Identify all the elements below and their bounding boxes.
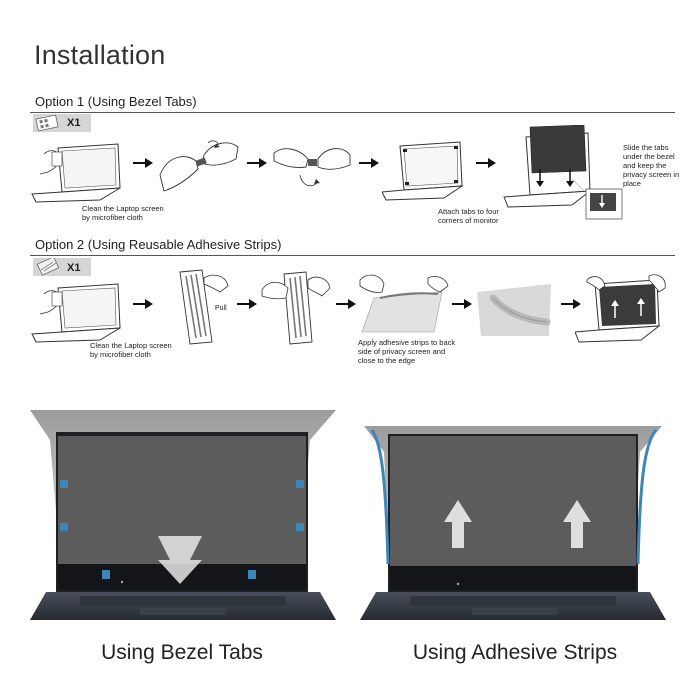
option1-step5-caption: Slide the tabs under the bezel and keep … [623,143,680,188]
arrow-right-icon [561,298,581,310]
arrow-right-icon [133,298,153,310]
option2-step5-illustration [475,278,555,338]
arrow-right-icon [359,157,379,169]
option1-quantity: X1 [67,117,81,129]
option1-step4-illustration [382,140,472,205]
option2-step1-illustration [30,280,130,345]
option2-step2-illustration [160,268,235,348]
option2-quantity: X1 [67,262,81,274]
arrow-right-icon [237,298,257,310]
option1-step1-illustration [30,140,130,205]
option1-step2-illustration [158,135,243,200]
option1-kit-badge: X1 [33,114,91,132]
adhesive-strips-pack-icon [36,258,60,276]
option2-step3-illustration [260,268,335,348]
option1-step4-caption: Attach tabs to four corners of monitor [438,207,499,225]
option1-step3-illustration [270,135,355,200]
arrow-right-icon [476,157,496,169]
option2-step4-illustration [358,270,453,335]
option2-title: Option 2 (Using Reusable Adhesive Strips… [35,237,282,252]
arrow-right-icon [247,157,267,169]
adhesive-strips-caption: Using Adhesive Strips [412,641,618,664]
page-title: Installation [34,40,166,70]
option2-divider [30,255,675,256]
option1-step1-caption: Clean the Laptop screen by microfiber cl… [82,204,164,222]
option1-title: Option 1 (Using Bezel Tabs) [35,94,197,109]
option1-divider [30,112,675,113]
pull-label: Pull [215,305,227,312]
bezel-tabs-caption: Using Bezel Tabs [101,641,263,664]
option2-step1-caption: Clean the Laptop screen by microfiber cl… [90,341,172,359]
bezel-tabs-pack-icon [35,114,59,132]
option1-step5-illustration [500,125,625,225]
arrow-right-icon [133,157,153,169]
option2-kit-badge: X1 [33,258,91,276]
option2-step6-illustration [575,272,675,344]
option2-step4-caption: Apply adhesive strips to back side of pr… [358,338,456,365]
bezel-tabs-photo [30,410,336,620]
adhesive-strips-photo [360,424,666,620]
arrow-right-icon [336,298,356,310]
arrow-right-icon [452,298,472,310]
